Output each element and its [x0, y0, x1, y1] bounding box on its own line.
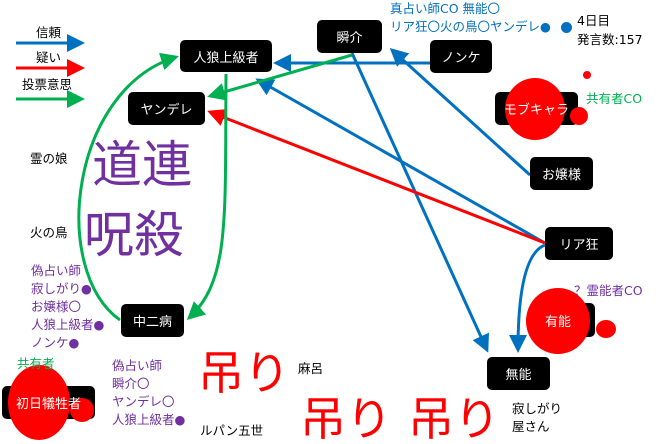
dead-lupin: ルパン五世: [200, 423, 264, 438]
fake-seer2-line: 人狼上級者●: [112, 412, 186, 427]
legend-doubt-label: 疑い: [36, 50, 62, 65]
legend-vote-label: 投票意思: [22, 77, 73, 92]
blood-splatter: [526, 288, 590, 354]
node-mob[interactable]: モブキャラ: [503, 103, 569, 118]
legend-trust-label: 信頼: [36, 25, 62, 40]
blood-splatter: [570, 107, 588, 125]
fake-seer1-line: 寂しがり●: [31, 281, 92, 296]
fake-seer2-line: 偽占い師: [112, 358, 163, 373]
dead-maro: 麻呂: [298, 361, 324, 376]
arrow-shunsuke-yandere: [207, 53, 353, 101]
blood-splatter: [583, 71, 591, 79]
arrow-shunsuke-muno: [350, 52, 489, 353]
mob-note: 共有者CO: [586, 91, 643, 106]
node-riakyo[interactable]: リア狂: [545, 227, 613, 260]
black-dot-icon: [561, 22, 572, 33]
fake-seer2-line: 瞬介〇: [112, 376, 150, 391]
node-chuni[interactable]: 中二病: [121, 304, 184, 337]
michizure-label: 道連: [92, 136, 192, 194]
fake-seer2-line: ヤンデレ〇: [112, 394, 175, 409]
dead-rei: 霊の娘: [30, 151, 68, 166]
fake-seer1-line: ノンケ●: [31, 335, 80, 350]
post-count: 発言数:157: [577, 32, 643, 47]
yuno-note: ？霊能者CO: [574, 283, 643, 298]
node-yandere[interactable]: ヤンデレ: [128, 92, 205, 125]
node-nonke[interactable]: ノンケ: [430, 40, 492, 73]
blood-splatter: [70, 398, 94, 422]
node-jinro[interactable]: 人狼上級者: [180, 40, 272, 72]
hang-label: 吊り: [198, 346, 290, 400]
node-muno[interactable]: 無能: [487, 357, 550, 390]
node-yuno[interactable]: 有能: [544, 315, 571, 330]
node-shunsuke[interactable]: 瞬介: [317, 20, 382, 53]
jusatsu-label: 呪殺: [84, 206, 184, 264]
dead-sabi-2: 屋さん: [512, 419, 550, 434]
fake-seer1-note: 偽占い師 寂しがり● お嬢様〇 人狼上級者● ノンケ●: [31, 262, 104, 352]
shonichi-note: 共有者: [17, 356, 55, 371]
blood-splatter: [8, 365, 70, 440]
fake-seer1-line: お嬢様〇: [31, 299, 82, 314]
hang-label: 吊り: [408, 392, 500, 444]
true-seer-note-2: リア狂〇火の鳥〇ヤンデレ●: [390, 19, 551, 34]
arrow-riakyo-yandere: [207, 109, 546, 245]
node-shonichi[interactable]: 初日犠牲者: [15, 397, 81, 412]
dead-sabi-1: 寂しがり: [512, 401, 563, 416]
arrow-chuni-jinro: [77, 52, 179, 322]
arrow-jinro-chuni: [186, 73, 228, 321]
dead-hinotori: 火の鳥: [30, 225, 68, 240]
true-seer-note-1: 真占い師CO 無能〇: [390, 1, 501, 16]
arrow-ojou-shunsuke: [389, 47, 532, 177]
day-counter: 4日目: [577, 13, 610, 28]
fake-seer2-note: 偽占い師 瞬介〇 ヤンデレ〇 人狼上級者●: [112, 357, 185, 429]
fake-seer1-line: 偽占い師: [31, 263, 82, 278]
fake-seer1-line: 人狼上級者●: [31, 317, 105, 332]
hang-label: 吊り: [300, 392, 392, 444]
blood-splatter: [596, 320, 616, 338]
node-ojou[interactable]: お嬢様: [530, 157, 593, 190]
arrow-riakyo-muno: [509, 243, 546, 353]
blood-splatter: [505, 78, 565, 140]
